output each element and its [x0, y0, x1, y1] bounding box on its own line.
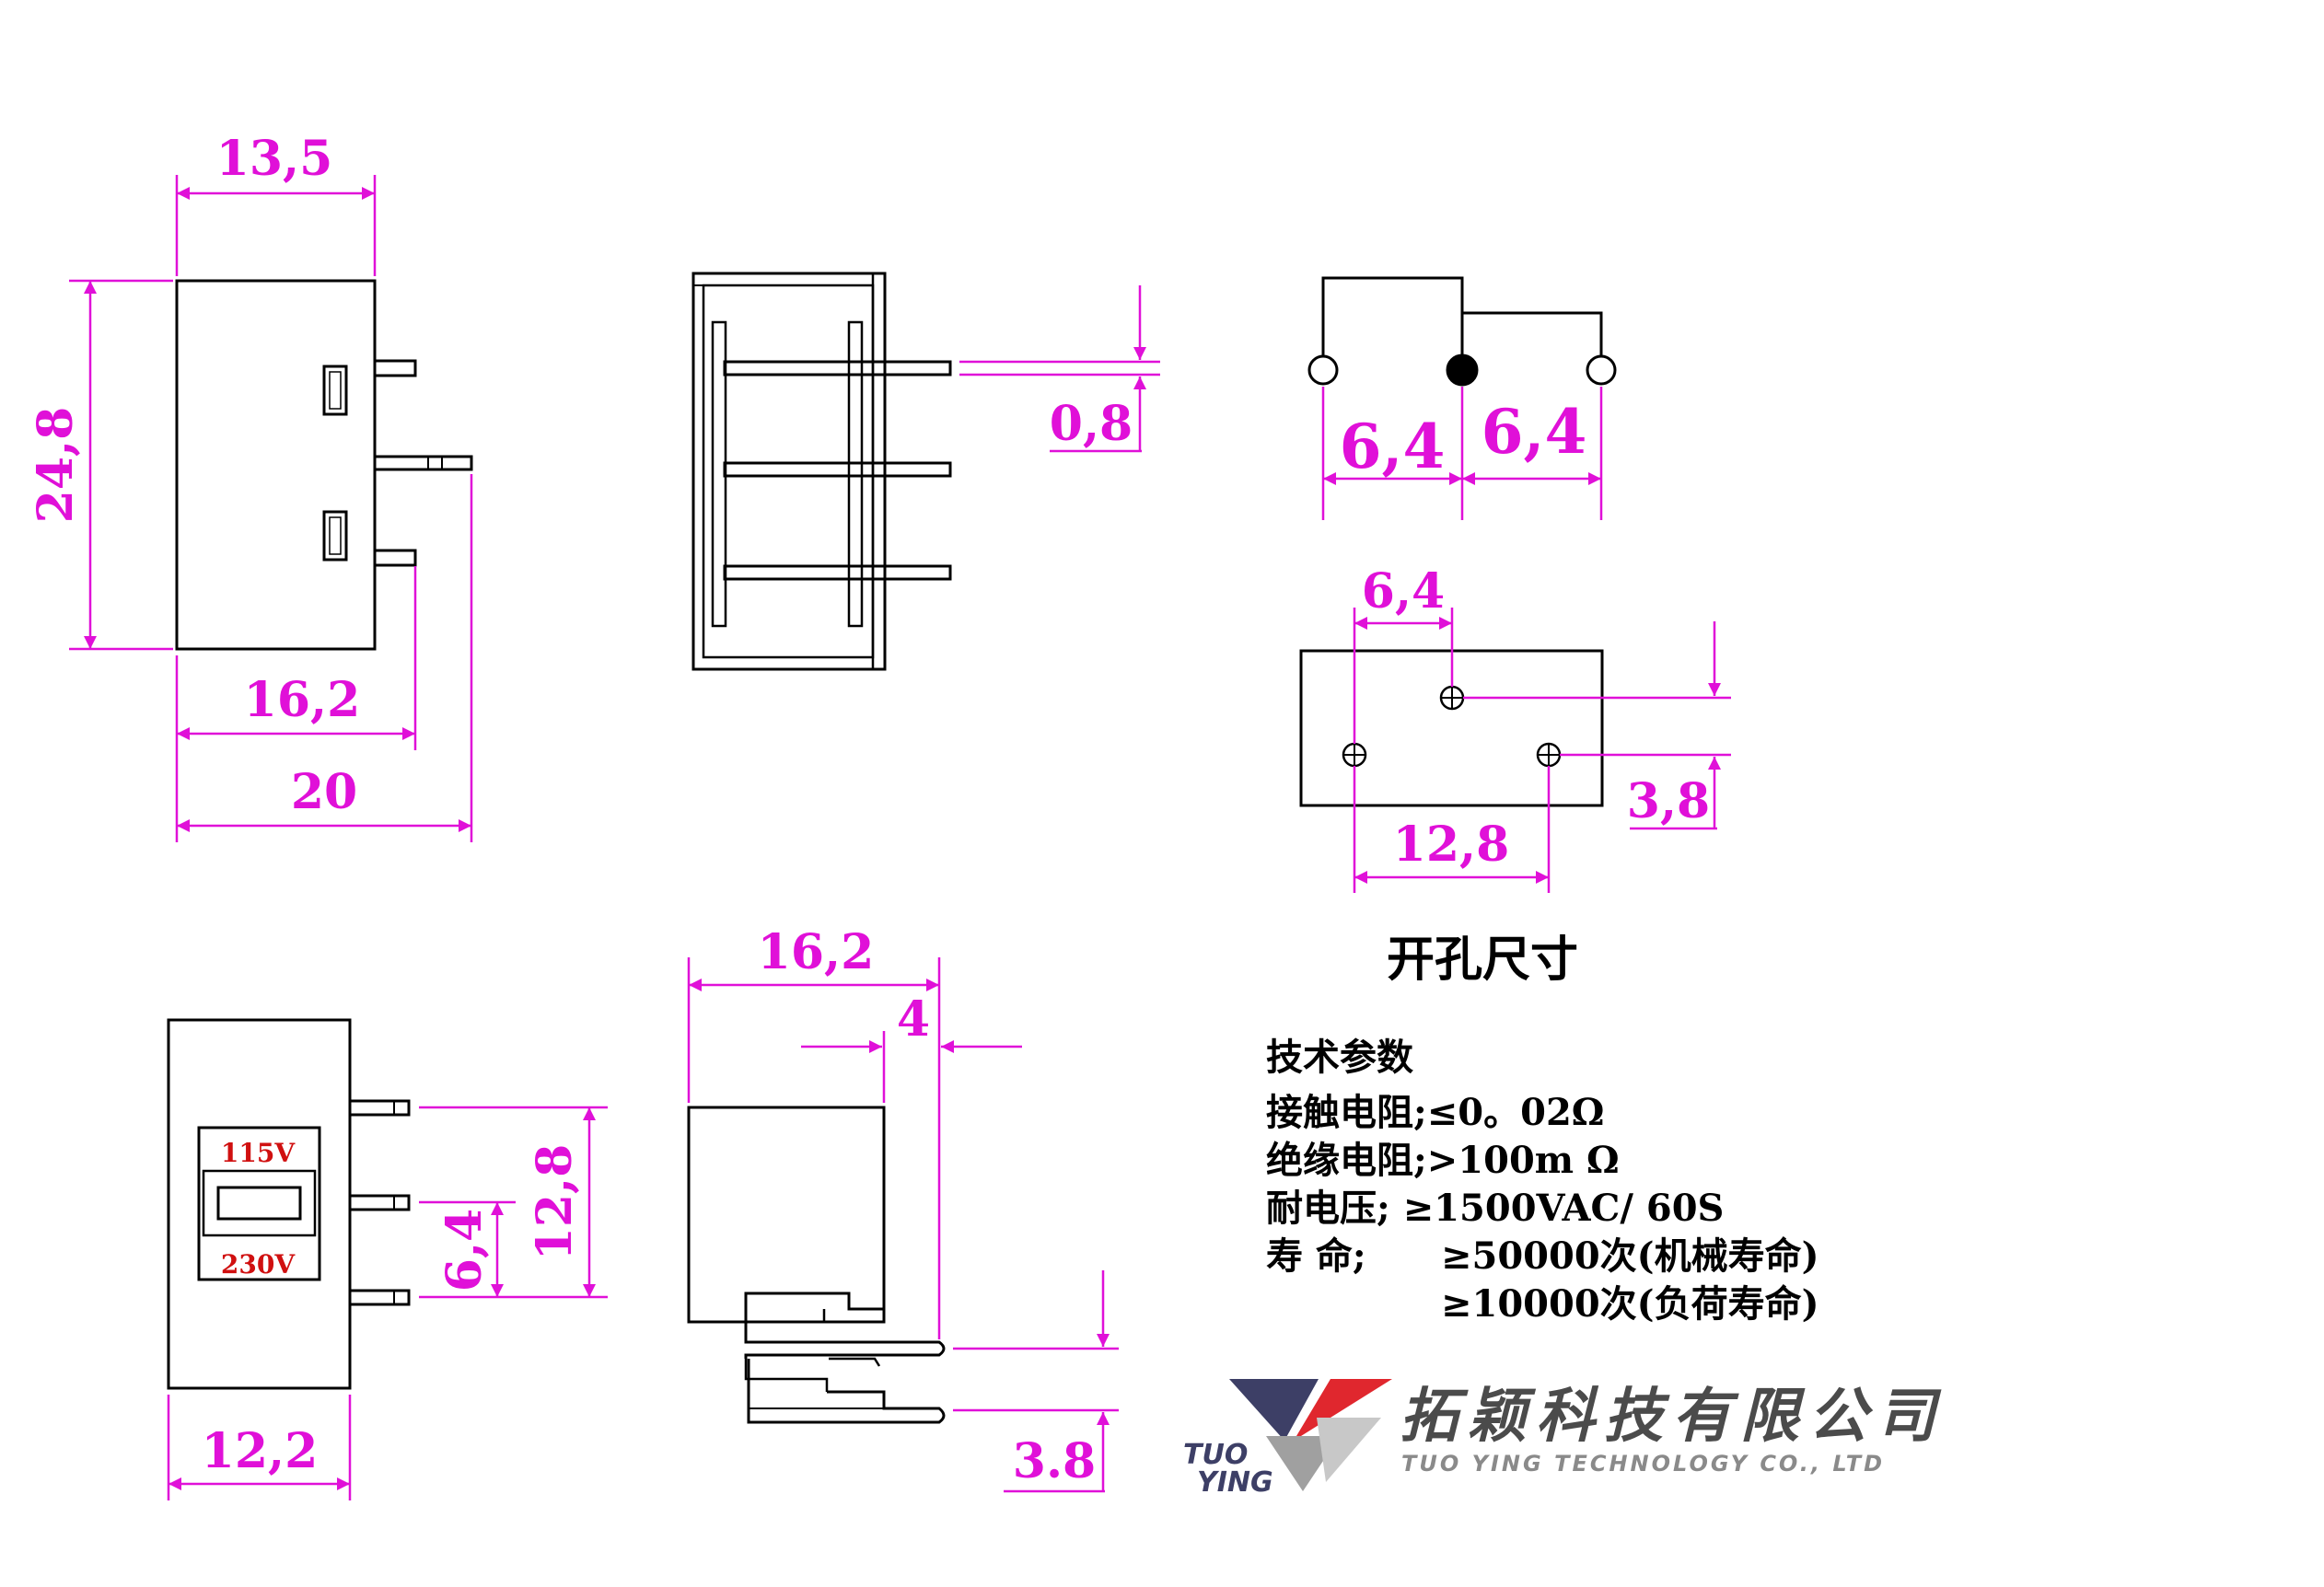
- specs-block: 技术参数 接触电阻;≤0。02Ω 绝缘电阻;>100m Ω 耐电压; ≥1500…: [1266, 1036, 1819, 1326]
- dim-body-to-pin: 16,2: [244, 672, 361, 728]
- schematic-link-left: [1321, 276, 1464, 370]
- front-view-bottom-left: 115V 230V 6,4 12,8 12,2: [167, 1018, 608, 1500]
- dim-side-pin-offset: 3.8: [1013, 1433, 1096, 1489]
- voltage-label-115v: 115V: [221, 1138, 296, 1168]
- specs-title: 技术参数: [1266, 1036, 1413, 1079]
- dim-side-length: 16,2: [758, 924, 875, 980]
- switch-body-outline: [175, 279, 377, 651]
- cutout-view: 6,4 3,8 12,8 开孔尺寸: [1299, 563, 1731, 988]
- section-housing-outer: [691, 272, 887, 671]
- side-body-outline: [687, 1106, 886, 1324]
- section-view-top-center: 0,8: [691, 272, 1160, 671]
- dim-front-span: 12,8: [527, 1144, 583, 1261]
- dim-pitch-right: 6,4: [1482, 396, 1587, 468]
- spec-life-mechanical: ≥50000次(机械寿命): [1441, 1234, 1819, 1278]
- logo-brand-line2: YING: [1197, 1466, 1273, 1499]
- dim-pin-thickness: 0,8: [1050, 396, 1133, 452]
- spec-life-label: 寿 命;: [1266, 1234, 1366, 1278]
- front-pin-lower: [348, 1289, 411, 1306]
- front-pin-upper: [348, 1099, 411, 1117]
- section-pin-middle: [723, 461, 952, 478]
- dim-side-pin-length: 4: [897, 991, 930, 1048]
- spec-life-load: ≥10000次(负荷寿命): [1441, 1282, 1819, 1326]
- dim-height: 24,8: [28, 407, 84, 524]
- pin-upper: [373, 359, 417, 377]
- front-body-outline: [167, 1018, 352, 1390]
- spec-withstand-voltage: 耐电压; ≥1500VAC/ 60S: [1266, 1187, 1724, 1230]
- terminal-slot-lower: [322, 510, 348, 562]
- terminal-common: [1446, 353, 1479, 387]
- spec-insulation-resistance: 绝缘电阻;>100m Ω: [1266, 1139, 1620, 1182]
- company-logo: TUO YING 拓颖科技有限公司 TUO YING TECHNOLOGY CO…: [1183, 1379, 1945, 1499]
- dim-hole-span: 12,8: [1393, 817, 1510, 873]
- dim-hole-offset: 6,4: [1362, 563, 1445, 620]
- cutout-title: 开孔尺寸: [1387, 933, 1578, 988]
- dim-overall-length: 20: [291, 764, 357, 820]
- dim-hole-vertical: 3,8: [1627, 773, 1710, 829]
- company-name-en: TUO YING TECHNOLOGY CO., LTD: [1401, 1451, 1885, 1477]
- terminal-open-left: [1307, 354, 1339, 386]
- side-base-step: [744, 1292, 884, 1322]
- section-inner-wall-right: [847, 320, 864, 628]
- voltage-selector-window: [202, 1169, 317, 1237]
- company-name-cn: 拓颖科技有限公司: [1400, 1383, 1945, 1451]
- side-view-bottom-center: 16,2 4 3.8: [687, 924, 1119, 1493]
- pin-middle: [373, 455, 473, 471]
- terminal-slot-upper: [322, 365, 348, 416]
- schematic-view: 6,4 6,4: [1307, 276, 1617, 520]
- dim-front-pitch: 6,4: [436, 1209, 493, 1292]
- pin-lower: [373, 549, 417, 567]
- voltage-selector-frame: [197, 1126, 321, 1281]
- hole-top: [1439, 685, 1465, 711]
- section-pin-lower: [723, 564, 952, 581]
- hole-left: [1342, 742, 1367, 768]
- front-pin-middle: [348, 1194, 411, 1211]
- dim-bottom-width: 12,2: [202, 1423, 319, 1479]
- hole-right: [1536, 742, 1562, 768]
- voltage-selector-slider: [216, 1186, 302, 1221]
- section-pin-upper: [723, 360, 952, 376]
- schematic-link-right: [1462, 311, 1603, 370]
- dim-pitch-left: 6,4: [1340, 411, 1446, 482]
- dim-top-width: 13,5: [216, 131, 333, 187]
- side-terminal-upper: [744, 1322, 946, 1359]
- logo-mark: [1229, 1379, 1392, 1491]
- logo-brand-line1: TUO: [1183, 1439, 1248, 1471]
- side-terminal-lower: [747, 1359, 946, 1424]
- terminal-open-right: [1586, 354, 1617, 386]
- side-view-top-left: 13,5 24,8 16,2 20: [28, 131, 473, 842]
- voltage-label-230v: 230V: [221, 1249, 296, 1280]
- spec-contact-resistance: 接触电阻;≤0。02Ω: [1266, 1091, 1604, 1134]
